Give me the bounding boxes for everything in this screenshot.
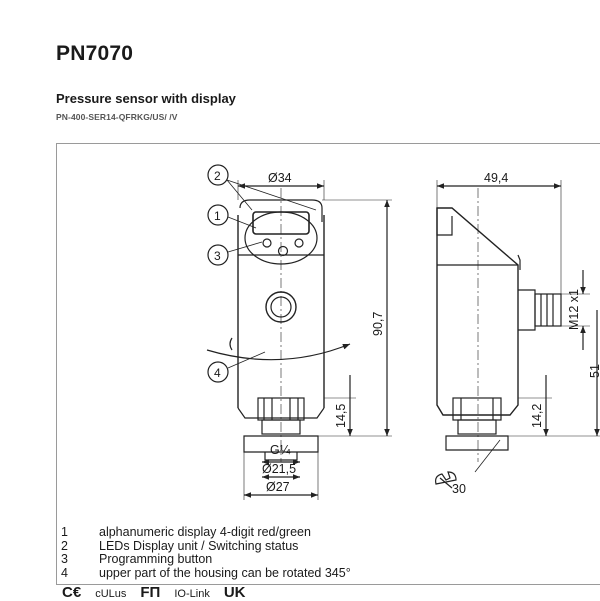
- certification-logos: C€ cULus FΠ IO-Link UK: [62, 584, 246, 601]
- callout-3: 3: [214, 249, 221, 263]
- legend-text: upper part of the housing can be rotated…: [99, 565, 351, 580]
- callout-2: 2: [214, 169, 221, 183]
- legend-num: 1: [61, 525, 68, 539]
- drawing-frame: [56, 143, 600, 585]
- legend-row: 1 alphanumeric display 4-digit red/green: [61, 525, 351, 540]
- legend-num: 4: [61, 565, 68, 580]
- article-code: PN-400-SER14-QFRKG/US/ /V: [56, 112, 178, 122]
- product-title: PN7070: [56, 42, 134, 65]
- legend-row: 2 LEDs Display unit / Switching status: [61, 538, 351, 554]
- legend-num: 2: [61, 538, 68, 553]
- io-link-logo-icon: IO-Link: [174, 588, 210, 600]
- ce-mark-icon: C€: [62, 584, 82, 601]
- legend-text: alphanumeric display 4-digit red/green: [99, 525, 311, 539]
- dim-diameter-bottom: Ø27: [266, 480, 290, 494]
- legend-row: 4 upper part of the housing can be rotat…: [61, 565, 351, 581]
- dim-thread-length: 14,5: [334, 404, 348, 428]
- product-subtitle: Pressure sensor with display: [56, 91, 236, 106]
- dim-height: 90,7: [371, 312, 385, 336]
- legend-row: 3 Programming button: [61, 552, 351, 567]
- legend-text: Programming button: [99, 552, 213, 566]
- dim-side-thread-length: 14,2: [530, 404, 544, 428]
- dim-diameter-mid: Ø21,5: [262, 462, 296, 476]
- eac-mark-icon: FΠ: [140, 584, 161, 601]
- dim-wrench: 30: [452, 482, 466, 496]
- dim-connector: M12 x1: [567, 289, 581, 330]
- ukca-mark-icon: UK: [223, 584, 246, 601]
- callout-4: 4: [214, 366, 221, 380]
- dim-diameter-top: Ø34: [268, 171, 292, 185]
- culus-mark-icon: cULus: [95, 588, 127, 600]
- dim-thread: G¼: [270, 443, 291, 457]
- legend-num: 3: [61, 552, 68, 566]
- legend: 1 alphanumeric display 4-digit red/green…: [61, 525, 351, 581]
- dim-side-height: 51: [588, 364, 600, 378]
- dim-width: 49,4: [484, 171, 508, 185]
- callout-1: 1: [214, 209, 221, 223]
- legend-text: LEDs Display unit / Switching status: [99, 538, 299, 553]
